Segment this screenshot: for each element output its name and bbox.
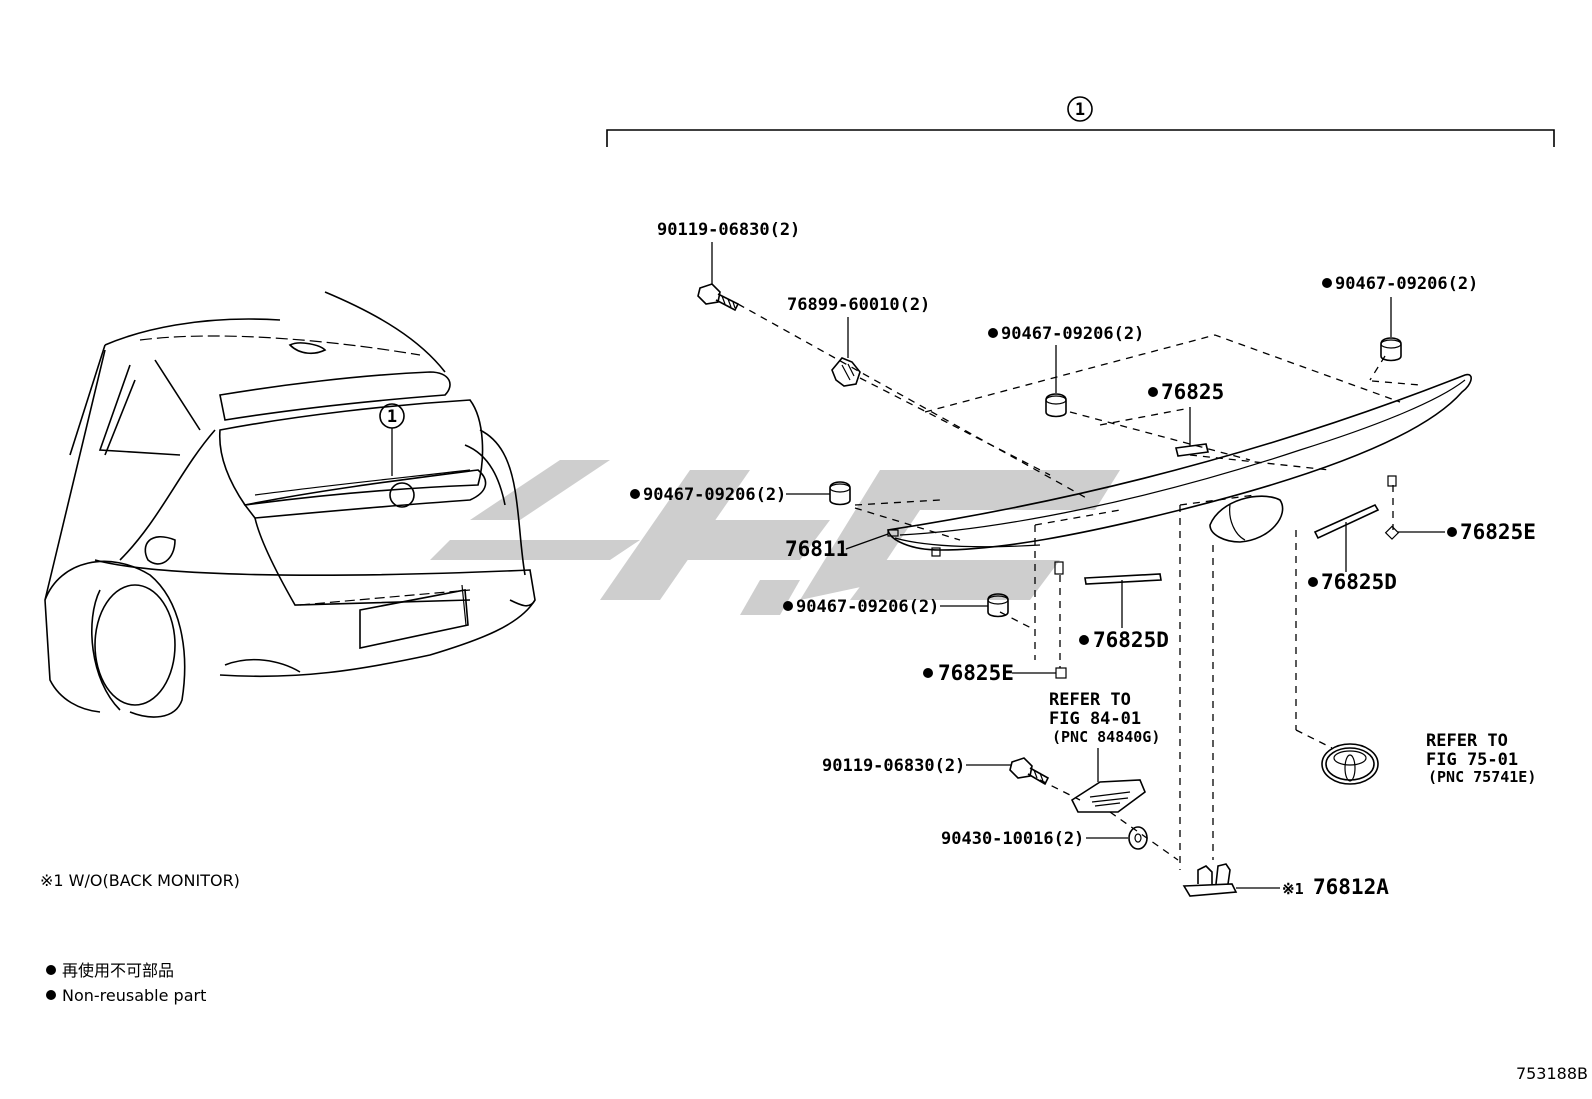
refer-light-line1: REFER TO (1049, 690, 1131, 710)
nut-lower (987, 593, 1009, 618)
label-bolt-top: 90119-06830(2) (657, 220, 800, 240)
assembly-dashed-lines (737, 303, 1421, 870)
nut-top-right (1380, 337, 1402, 362)
washer (1128, 826, 1148, 850)
back-door-garnish (887, 373, 1472, 575)
car-rear-illustration (44, 291, 536, 718)
license-light (1070, 779, 1146, 813)
assembly-bracket (606, 96, 1555, 147)
label-nut-upper-mid: 90467-09206(2) (1001, 324, 1144, 344)
label-bracket-prefix: ※1 (1282, 880, 1304, 898)
clip-76899 (831, 357, 861, 387)
nut-upper-mid (1045, 393, 1067, 418)
label-washer: 90430-10016(2) (941, 829, 1084, 849)
pad-right (1384, 525, 1400, 540)
label-garnish: 76811 (785, 537, 848, 561)
legend-english: Non-reusable part (62, 986, 206, 1005)
label-pad-right: 76825E (1460, 520, 1536, 544)
label-plate: 76825 (1161, 380, 1224, 404)
pad-lower (1055, 667, 1067, 679)
nut-left (829, 481, 851, 506)
label-clip: 76899-60010(2) (787, 295, 930, 315)
plate-76825 (1175, 443, 1209, 457)
figure-code: 753188B (1516, 1064, 1588, 1083)
strip-lower (1084, 573, 1162, 585)
label-strip-right: 76825D (1321, 570, 1397, 594)
label-nut-top-right: 90467-09206(2) (1335, 274, 1478, 294)
strip-right (1313, 503, 1380, 540)
label-bracket: 76812A (1313, 875, 1389, 899)
refer-emblem-line2: FIG 75-01 (1426, 750, 1518, 770)
refer-light-line2: FIG 84-01 (1049, 709, 1141, 729)
label-bolt-lower: 90119-06830(2) (822, 756, 965, 776)
car-callout-number: 1 (387, 407, 397, 427)
label-strip-lower: 76825D (1093, 628, 1169, 652)
condition-note: ※1 W/O(BACK MONITOR) (40, 871, 240, 890)
label-nut-lower: 90467-09206(2) (796, 597, 939, 617)
bracket-76812a (1182, 863, 1238, 897)
refer-emblem-line3: (PNC 75741E) (1428, 768, 1536, 786)
bolt-top (697, 283, 740, 312)
legend-japanese: 再使用不可部品 (62, 961, 174, 980)
bolt-lower (1009, 757, 1050, 786)
refer-emblem-line1: REFER TO (1426, 731, 1508, 751)
refer-light-line3: (PNC 84840G) (1052, 728, 1160, 746)
assembly-callout-number: 1 (1075, 100, 1085, 120)
toyota-emblem-icon (1321, 743, 1379, 785)
label-pad-lower: 76825E (938, 661, 1014, 685)
label-nut-left: 90467-09206(2) (643, 485, 786, 505)
